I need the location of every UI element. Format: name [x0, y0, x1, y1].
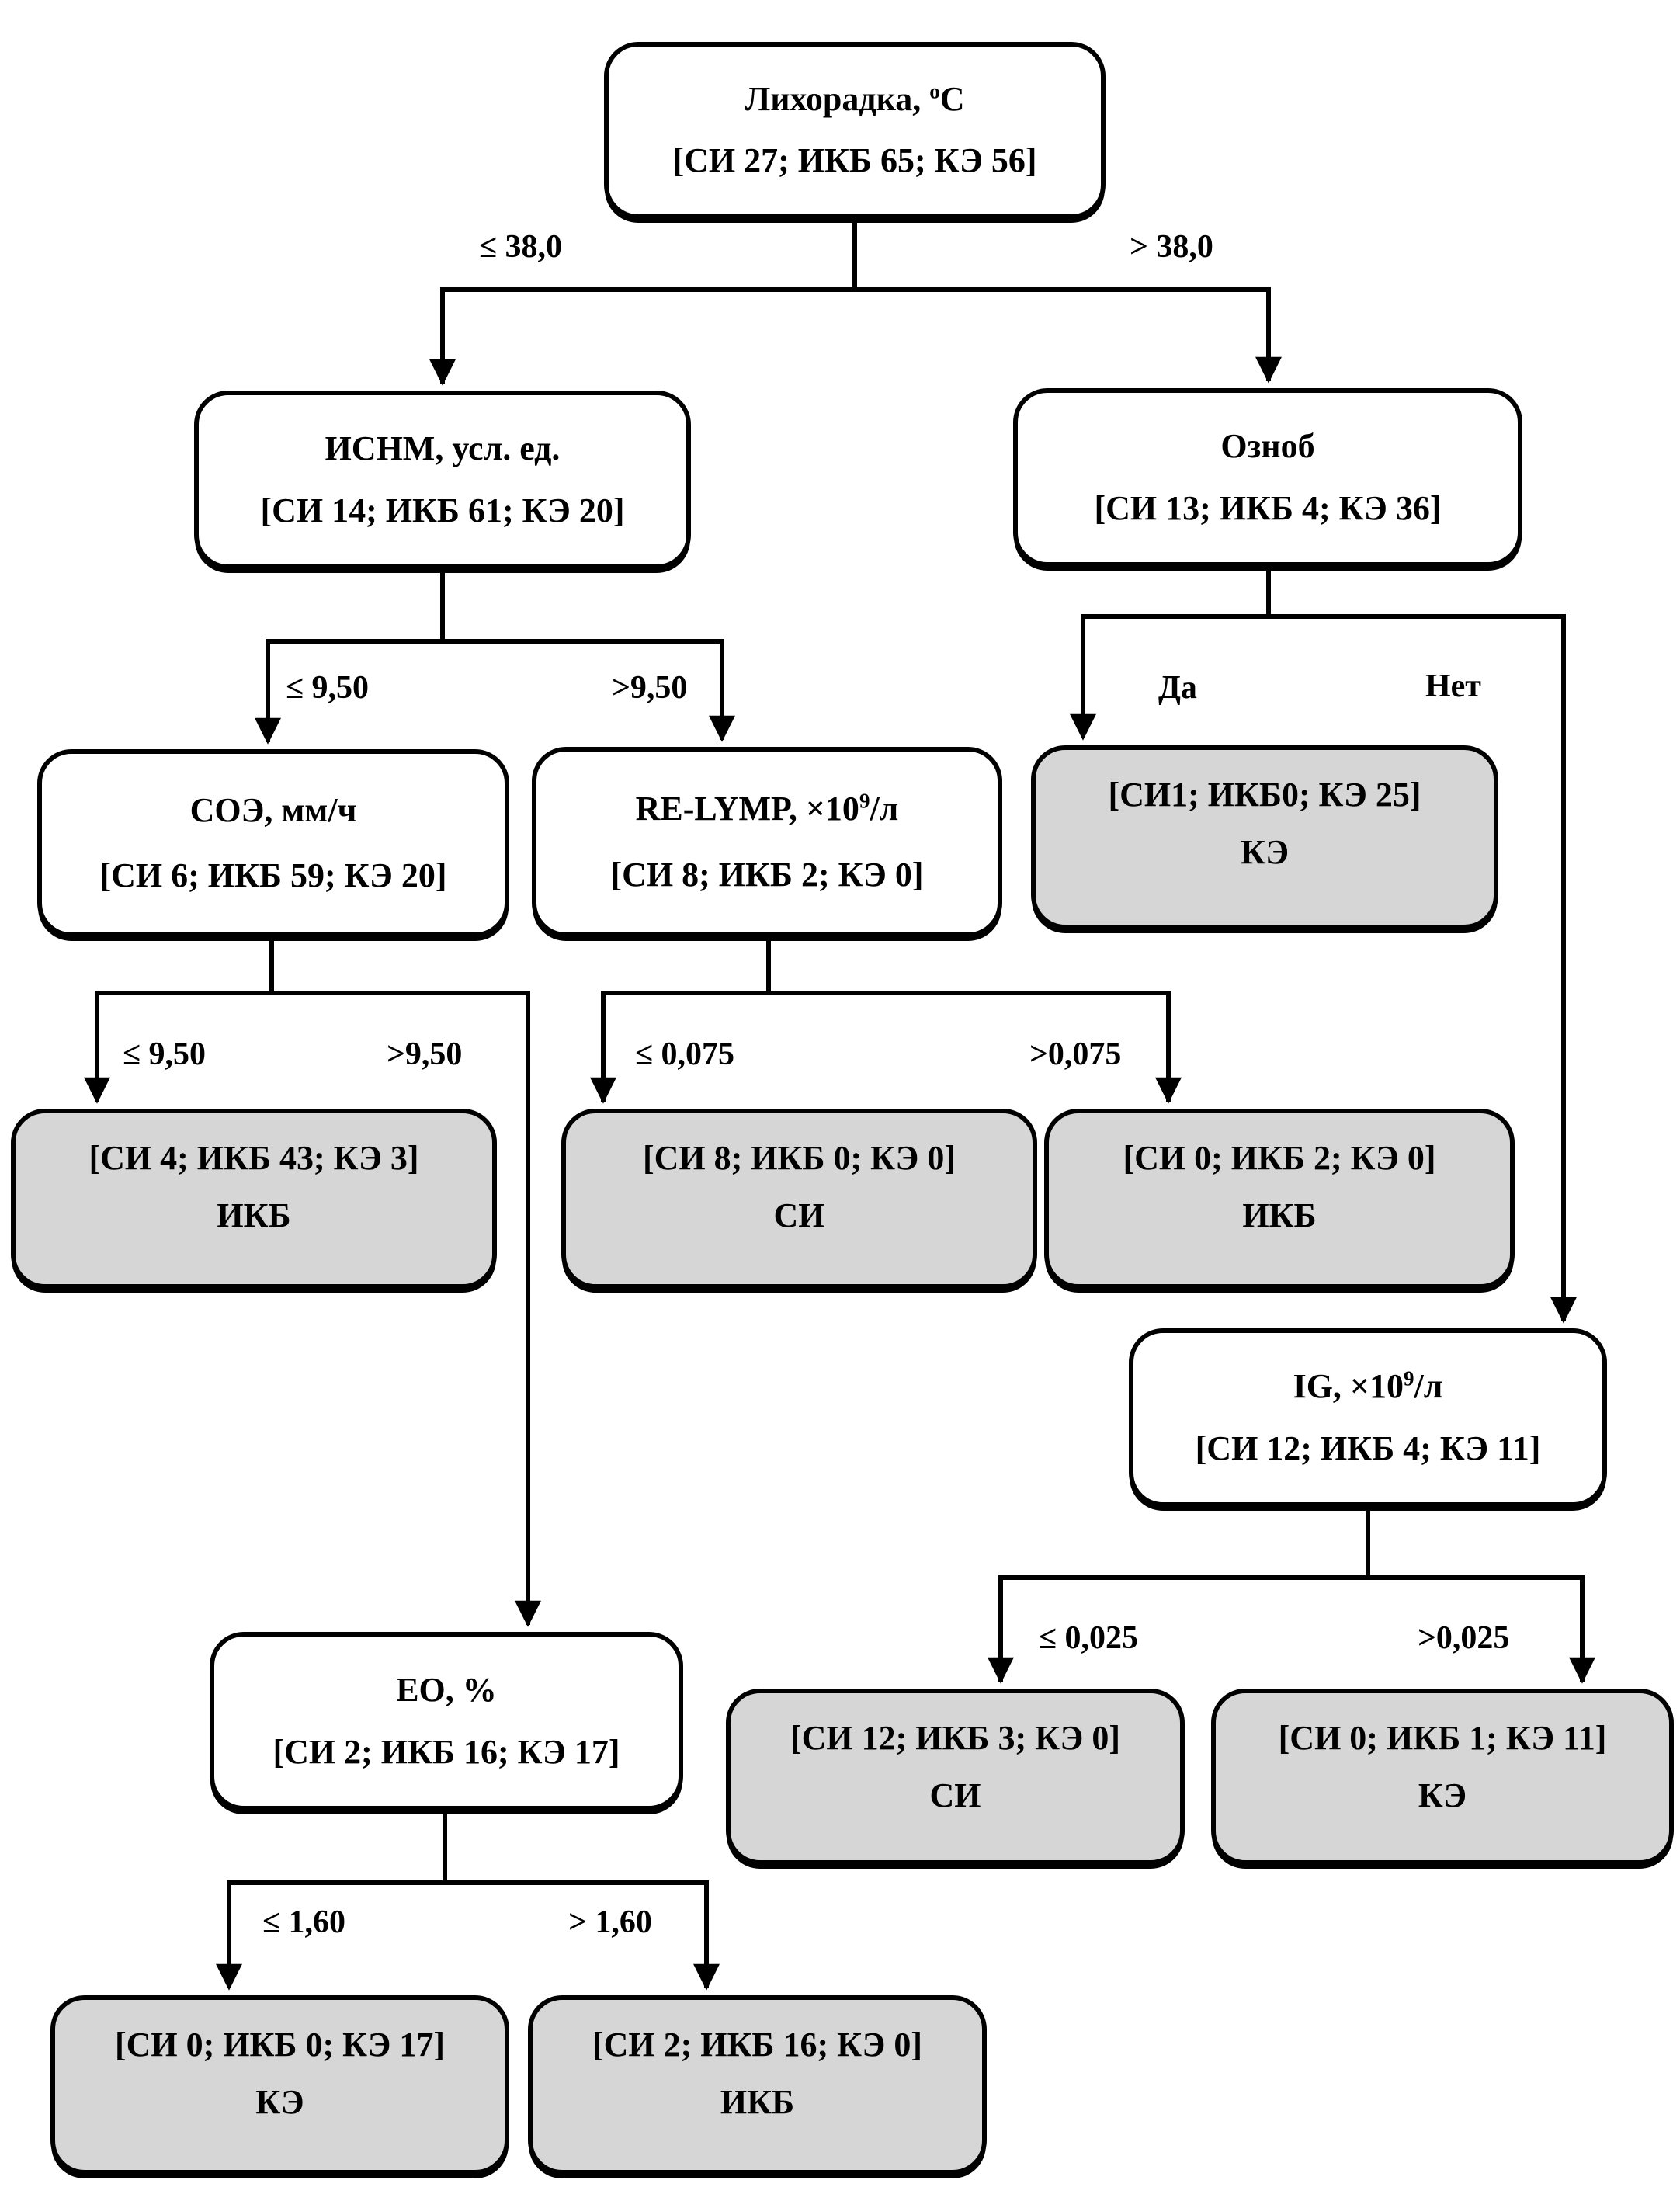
leaf-class-label: ИКБ	[217, 1196, 291, 1235]
node-soe: СОЭ, мм/ч [СИ 6; ИКБ 59; КЭ 20]	[37, 749, 509, 937]
leaf-node-ke-2: [СИ 0; ИКБ 1; КЭ 11] КЭ	[1211, 1689, 1674, 1865]
leaf-stats: [СИ 12; ИКБ 3; КЭ 0]	[790, 1719, 1121, 1757]
edge-label-soe-gt: >9,50	[387, 1036, 463, 1072]
node-title: ИСНМ, усл. ед.	[325, 429, 561, 468]
node-eo: ЕО, % [СИ 2; ИКБ 16; КЭ 17]	[210, 1632, 683, 1810]
edge-label-isnm-gt: >9,50	[612, 670, 688, 706]
leaf-class-label: КЭ	[1240, 833, 1290, 872]
edge-label-oznob-yes: Да	[1158, 670, 1197, 706]
edge-label-eo-le: ≤ 1,60	[262, 1904, 346, 1940]
edge-label-eo-gt: > 1,60	[568, 1904, 652, 1940]
leaf-node-ikb-3: [СИ 2; ИКБ 16; КЭ 0] ИКБ	[528, 1995, 987, 2175]
leaf-node-si-1: [СИ 8; ИКБ 0; КЭ 0] СИ	[561, 1109, 1037, 1289]
leaf-node-ke-1: [СИ1; ИКБ0; КЭ 25] КЭ	[1031, 745, 1498, 929]
node-fever: Лихорадка, оС [СИ 27; ИКБ 65; КЭ 56]	[604, 42, 1106, 219]
node-title: СОЭ, мм/ч	[189, 791, 357, 830]
leaf-node-ikb-1: [СИ 4; ИКБ 43; КЭ 3] ИКБ	[11, 1109, 497, 1289]
leaf-stats: [СИ 0; ИКБ 0; КЭ 17]	[114, 2026, 446, 2064]
leaf-stats: [СИ 0; ИКБ 1; КЭ 11]	[1278, 1719, 1607, 1757]
edge-label-fever-gt: > 38,0	[1130, 229, 1213, 265]
leaf-class-label: ИКБ	[1242, 1196, 1317, 1235]
node-title: IG, ×109/л	[1293, 1366, 1443, 1406]
leaf-node-si-2: [СИ 12; ИКБ 3; КЭ 0] СИ	[726, 1689, 1185, 1865]
node-oznob: Озноб [СИ 13; ИКБ 4; КЭ 36]	[1013, 388, 1522, 567]
superscript: 9	[859, 789, 870, 813]
leaf-class-label: СИ	[929, 1776, 981, 1815]
leaf-class-label: ИКБ	[720, 2083, 795, 2122]
node-title: Озноб	[1220, 427, 1315, 466]
edge-label-fever-le: ≤ 38,0	[479, 229, 563, 265]
leaf-stats: [СИ1; ИКБ0; КЭ 25]	[1108, 776, 1421, 814]
leaf-stats: [СИ 4; ИКБ 43; КЭ 3]	[89, 1139, 419, 1177]
node-ig: IG, ×109/л [СИ 12; ИКБ 4; КЭ 11]	[1129, 1328, 1607, 1507]
node-stats: [СИ 6; ИКБ 59; КЭ 20]	[99, 856, 447, 894]
node-stats: [СИ 2; ИКБ 16; КЭ 17]	[272, 1732, 620, 1771]
leaf-node-ikb-2: [СИ 0; ИКБ 2; КЭ 0] ИКБ	[1044, 1109, 1515, 1289]
edge-label-relymp-gt: >0,075	[1029, 1036, 1122, 1072]
node-stats: [СИ 12; ИКБ 4; КЭ 11]	[1195, 1429, 1541, 1467]
edge-label-ig-le: ≤ 0,025	[1039, 1620, 1139, 1656]
edge-label-relymp-le: ≤ 0,075	[635, 1036, 735, 1072]
edge-label-isnm-le: ≤ 9,50	[286, 670, 370, 706]
node-stats: [СИ 8; ИКБ 2; КЭ 0]	[610, 855, 924, 894]
leaf-stats: [СИ 0; ИКБ 2; КЭ 0]	[1123, 1139, 1436, 1177]
edge-label-ig-gt: >0,025	[1418, 1620, 1510, 1656]
leaf-class-label: КЭ	[1418, 1776, 1467, 1815]
superscript: 9	[1404, 1366, 1414, 1390]
leaf-node-ke-3: [СИ 0; ИКБ 0; КЭ 17] КЭ	[50, 1995, 509, 2175]
node-relymp: RE-LYMP, ×109/л [СИ 8; ИКБ 2; КЭ 0]	[532, 747, 1002, 937]
node-stats: [СИ 13; ИКБ 4; КЭ 36]	[1094, 488, 1442, 527]
node-stats: [СИ 27; ИКБ 65; КЭ 56]	[672, 141, 1037, 180]
edge-label-oznob-no: Нет	[1425, 668, 1481, 704]
node-title: Лихорадка, оС	[745, 79, 965, 119]
node-title: ЕО, %	[396, 1671, 497, 1710]
superscript: о	[929, 79, 940, 103]
node-title: RE-LYMP, ×109/л	[635, 789, 899, 828]
node-isnm: ИСНМ, усл. ед. [СИ 14; ИКБ 61; КЭ 20]	[194, 391, 691, 569]
leaf-stats: [СИ 2; ИКБ 16; КЭ 0]	[592, 2026, 923, 2064]
node-stats: [СИ 14; ИКБ 61; КЭ 20]	[260, 491, 625, 529]
edge-label-soe-le: ≤ 9,50	[123, 1036, 207, 1072]
leaf-class-label: КЭ	[255, 2083, 304, 2122]
leaf-class-label: СИ	[773, 1196, 825, 1235]
leaf-stats: [СИ 8; ИКБ 0; КЭ 0]	[642, 1139, 956, 1177]
